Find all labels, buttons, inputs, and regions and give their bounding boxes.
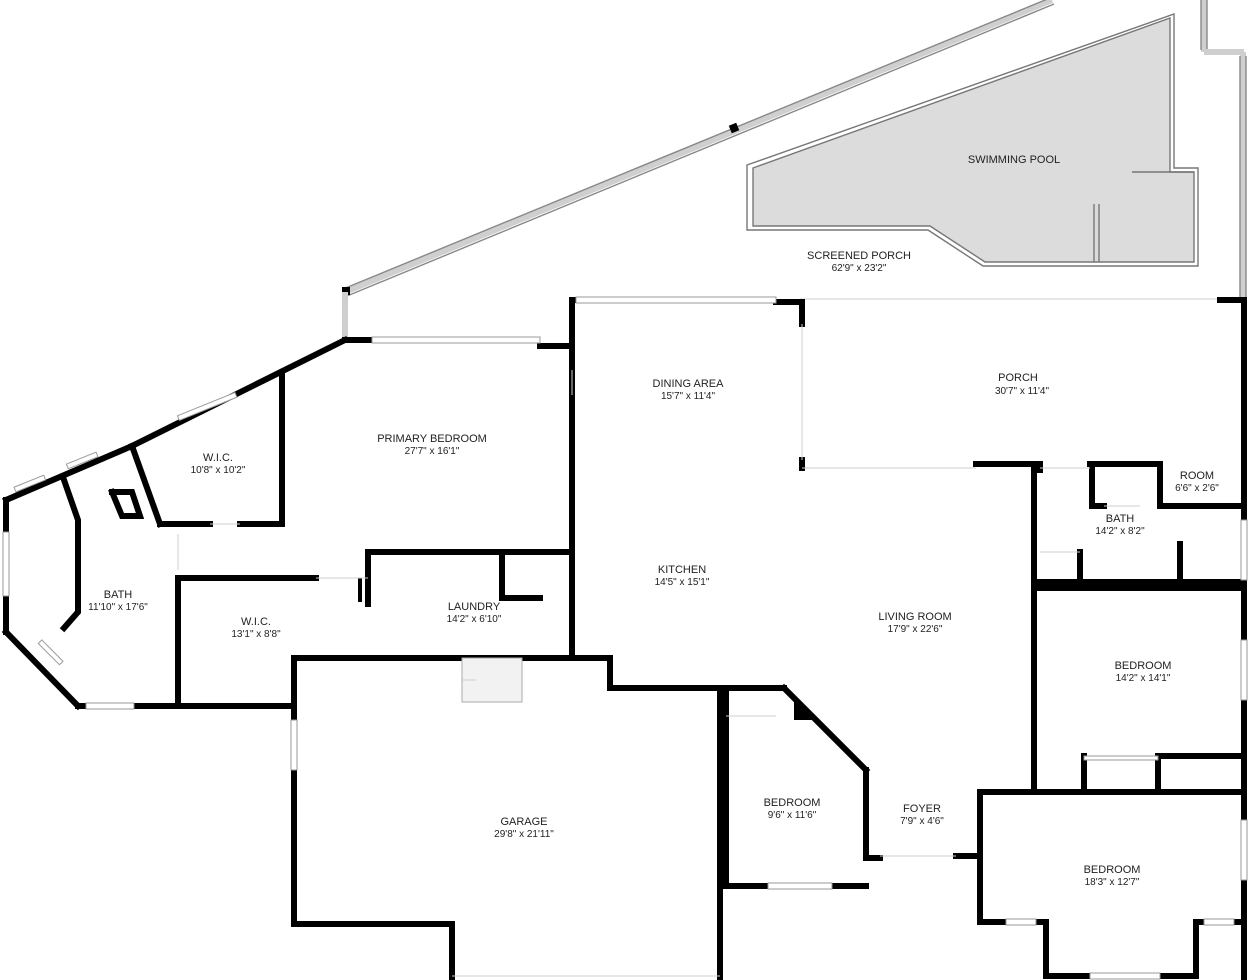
room-dimensions: 9'6" x 11'6" <box>768 810 817 821</box>
room-name: LIVING ROOM <box>878 611 951 623</box>
room-dimensions: 17'9" x 22'6" <box>888 624 943 635</box>
room-label-dining-area: DINING AREA 15'7" x 11'4" <box>653 378 725 402</box>
walls <box>1 297 1247 980</box>
room-name: W.I.C. <box>241 616 271 628</box>
windows <box>2 296 1248 980</box>
room-name: SWIMMING POOL <box>968 154 1060 166</box>
room-name: ROOM <box>1180 470 1214 482</box>
room-dimensions: 11'10" x 17'6" <box>88 602 148 613</box>
room-label-bath-1: BATH 11'10" x 17'6" <box>88 589 148 613</box>
room-label-bedroom-3: BEDROOM 18'3" x 12'7" <box>1084 864 1141 888</box>
room-label-living-room: LIVING ROOM 17'9" x 22'6" <box>878 611 951 635</box>
room-label-foyer: FOYER 7'9" x 4'6" <box>900 803 944 827</box>
room-label-bedroom-1: BEDROOM 9'6" x 11'6" <box>764 797 821 821</box>
room-name: DINING AREA <box>653 378 725 390</box>
room-label-laundry: LAUNDRY 14'2" x 6'10" <box>447 601 502 625</box>
room-labels: SWIMMING POOL SCREENED PORCH 62'9" x 23'… <box>88 154 1219 888</box>
room-name: KITCHEN <box>658 564 706 576</box>
room-label-primary-bedroom: PRIMARY BEDROOM 27'7" x 16'1" <box>377 433 487 457</box>
room-dimensions: 15'7" x 11'4" <box>661 391 716 402</box>
room-dimensions: 27'7" x 16'1" <box>405 446 460 457</box>
room-name: FOYER <box>903 803 941 815</box>
openings <box>177 324 1140 977</box>
room-dimensions: 30'7" x 11'4" <box>995 386 1050 397</box>
room-label-porch: PORCH 30'7" x 11'4" <box>995 372 1050 397</box>
room-label-room: ROOM 6'6" x 2'6" <box>1175 470 1219 494</box>
room-dimensions: 14'2" x 14'1" <box>1116 673 1171 684</box>
room-label-kitchen: KITCHEN 14'5" x 15'1" <box>655 564 710 588</box>
room-dimensions: 10'8" x 10'2" <box>191 465 246 476</box>
room-name: BATH <box>1106 513 1135 525</box>
room-dimensions: 14'2" x 6'10" <box>447 614 502 625</box>
screened-porch-enclosure <box>342 0 1247 340</box>
swimming-pool <box>746 13 1199 267</box>
room-dimensions: 6'6" x 2'6" <box>1175 483 1219 494</box>
room-label-swimming-pool: SWIMMING POOL <box>968 154 1060 166</box>
room-label-screened-porch: SCREENED PORCH 62'9" x 23'2" <box>807 250 911 274</box>
room-name: BEDROOM <box>1115 660 1172 672</box>
room-dimensions: 18'3" x 12'7" <box>1085 877 1140 888</box>
room-label-wic-1: W.I.C. 10'8" x 10'2" <box>191 452 246 476</box>
room-name: BATH <box>104 589 133 601</box>
room-label-garage: GARAGE 29'8" x 21'11" <box>494 816 554 840</box>
room-dimensions: 62'9" x 23'2" <box>832 263 887 274</box>
room-name: LAUNDRY <box>448 601 501 613</box>
garage-steps <box>461 657 523 703</box>
room-name: PORCH <box>998 372 1038 384</box>
room-name: PRIMARY BEDROOM <box>377 433 487 445</box>
room-dimensions: 13'1" x 8'8" <box>231 629 281 640</box>
room-dimensions: 29'8" x 21'11" <box>494 829 554 840</box>
room-dimensions: 7'9" x 4'6" <box>900 816 944 827</box>
room-name: W.I.C. <box>203 452 233 464</box>
room-name: GARAGE <box>500 816 547 828</box>
room-label-bath-2: BATH 14'2" x 8'2" <box>1095 513 1145 537</box>
room-dimensions: 14'2" x 8'2" <box>1095 526 1145 537</box>
room-name: SCREENED PORCH <box>807 250 911 262</box>
room-name: BEDROOM <box>1084 864 1141 876</box>
room-name: BEDROOM <box>764 797 821 809</box>
room-label-wic-2: W.I.C. 13'1" x 8'8" <box>231 616 281 640</box>
room-label-bedroom-2: BEDROOM 14'2" x 14'1" <box>1115 660 1172 684</box>
room-dimensions: 14'5" x 15'1" <box>655 577 710 588</box>
